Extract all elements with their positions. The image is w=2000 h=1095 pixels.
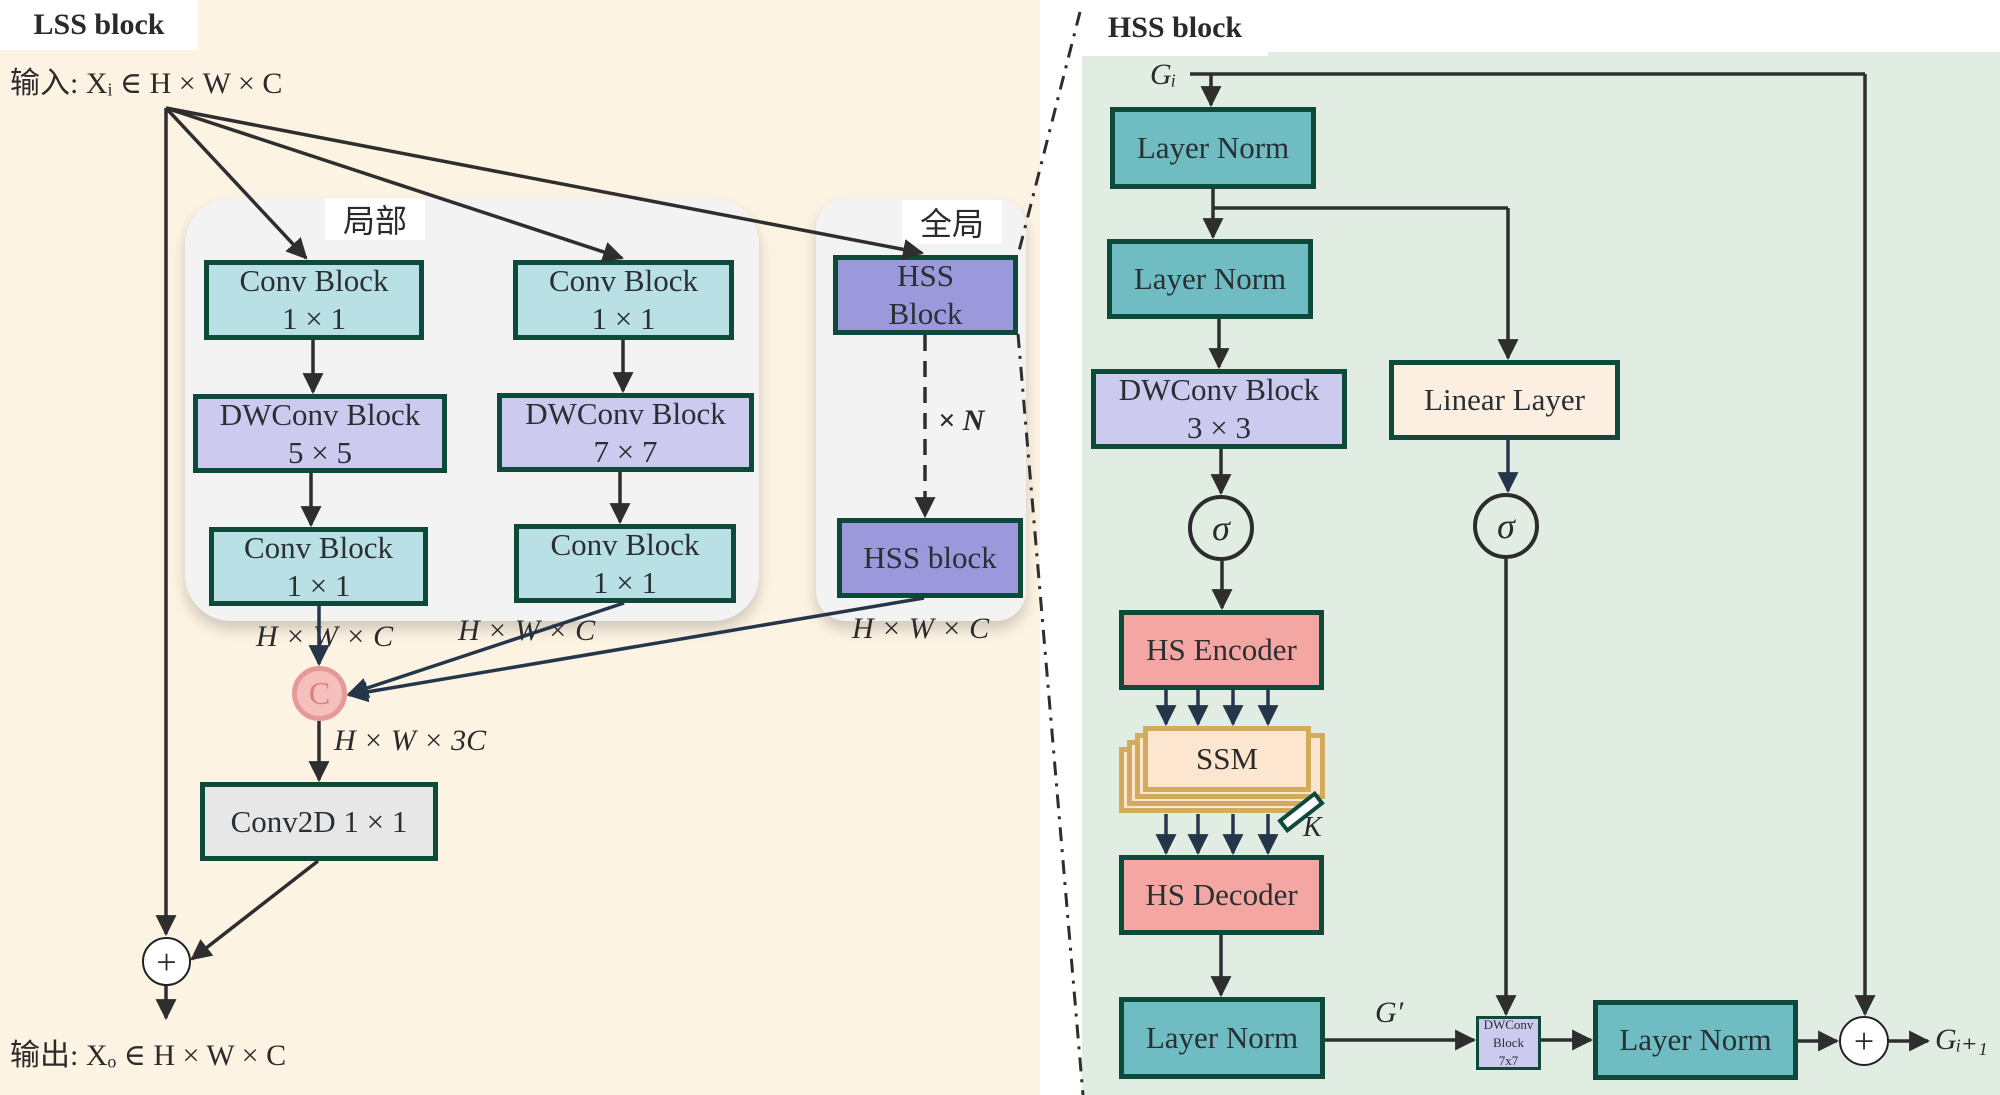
block-title: Layer Norm xyxy=(1133,261,1287,296)
local-label: 局部 xyxy=(325,198,425,240)
block-title: SSM xyxy=(1195,741,1259,776)
block-kernel: 1 × 1 xyxy=(282,301,346,336)
arrow-conv2d-to-add xyxy=(190,859,320,961)
block-title: Layer Norm xyxy=(1136,130,1290,165)
block-title: HS Decoder xyxy=(1145,877,1298,912)
g-prime-label: G′ xyxy=(1375,996,1404,1029)
block-kernel: 1 × 1 xyxy=(286,567,351,603)
layer-norm-1[interactable]: Layer Norm xyxy=(1110,107,1316,189)
hss-block-top[interactable]: HSS Block xyxy=(833,255,1018,335)
block-kernel: 7 × 7 xyxy=(593,433,658,469)
block-title: HSS xyxy=(897,258,954,293)
add-op-hss: + xyxy=(1839,1016,1889,1066)
dwconv-block-7x7-small[interactable]: DWConv Block 7x7 xyxy=(1476,1016,1541,1070)
lss-input-label: 输入: Xᵢ ∈ H × W × C xyxy=(10,67,283,100)
sigma-activation-1: σ xyxy=(1188,495,1254,561)
block-title-2: Block xyxy=(888,296,963,331)
hss-input-label: Gᵢ xyxy=(1150,58,1177,91)
conv-block-b1-top[interactable]: Conv Block 1 × 1 xyxy=(204,260,424,340)
block-kernel: 1 × 1 xyxy=(593,564,657,600)
zoom-line-bottom xyxy=(1016,333,1085,1095)
block-title: DWConv Block xyxy=(219,396,421,432)
block-kernel: 5 × 5 xyxy=(288,434,352,470)
dim-global: H × W × C xyxy=(852,612,990,645)
lss-title: LSS block xyxy=(0,0,198,50)
arrow-input-to-branch1 xyxy=(164,106,308,260)
block-title: HSS block xyxy=(863,540,997,575)
repeat-label: × N xyxy=(938,404,985,437)
layer-norm-2[interactable]: Layer Norm xyxy=(1107,239,1313,319)
arrow-b2-to-concat xyxy=(347,601,625,699)
dim-concat: H × W × 3C xyxy=(334,724,487,757)
ssm-count-label: K xyxy=(1303,812,1322,843)
block-kernel: 3 × 3 xyxy=(1187,410,1251,445)
sigma-activation-2: σ xyxy=(1473,493,1539,559)
block-title: Conv Block xyxy=(244,529,393,565)
concat-op: C xyxy=(292,666,347,721)
lss-output-label: 输出: Xₒ ∈ H × W × C xyxy=(10,1039,287,1072)
global-label: 全局 xyxy=(902,200,1002,244)
layer-norm-4[interactable]: Layer Norm xyxy=(1593,1000,1798,1080)
block-title: Layer Norm xyxy=(1619,1022,1772,1057)
hss-title: HSS block xyxy=(1082,0,1268,56)
block-title: Conv Block xyxy=(549,263,698,298)
ssm-block[interactable]: SSM xyxy=(1143,726,1311,792)
hs-decoder[interactable]: HS Decoder xyxy=(1119,855,1324,935)
conv2d-block[interactable]: Conv2D 1 × 1 xyxy=(200,782,438,861)
block-kernel: 7x7 xyxy=(1498,1053,1519,1068)
block-title: Linear Layer xyxy=(1424,382,1585,417)
conv-block-b2-bottom[interactable]: Conv Block 1 × 1 xyxy=(514,524,736,603)
layer-norm-3[interactable]: Layer Norm xyxy=(1119,997,1325,1079)
zoom-line-top xyxy=(1016,11,1082,256)
linear-layer[interactable]: Linear Layer xyxy=(1389,360,1620,440)
arrow-input-to-branch2 xyxy=(165,106,624,263)
dwconv-block-3x3[interactable]: DWConv Block 3 × 3 xyxy=(1091,369,1347,449)
hss-block-bottom[interactable]: HSS block xyxy=(837,518,1023,598)
dwconv-block-5x5[interactable]: DWConv Block 5 × 5 xyxy=(193,394,447,473)
conv-block-b1-bottom[interactable]: Conv Block 1 × 1 xyxy=(209,527,428,606)
arrow-input-to-hss xyxy=(165,106,925,260)
arrow-global-to-concat xyxy=(346,596,925,703)
hss-output-label: Gᵢ₊₁ xyxy=(1935,1023,1988,1056)
conv-block-b2-top[interactable]: Conv Block 1 × 1 xyxy=(513,260,734,340)
block-title: Conv Block xyxy=(239,263,389,298)
block-title: HS Encoder xyxy=(1146,632,1297,667)
add-op-lss: + xyxy=(142,937,191,986)
hs-encoder[interactable]: HS Encoder xyxy=(1119,610,1324,690)
block-title: Conv Block xyxy=(550,526,700,562)
block-kernel: 1 × 1 xyxy=(591,301,656,336)
dwconv-block-7x7[interactable]: DWConv Block 7 × 7 xyxy=(497,393,754,472)
block-title: DWConv Block xyxy=(525,395,726,431)
block-title: Conv2D 1 × 1 xyxy=(230,803,408,839)
block-title: DWConv Block xyxy=(1118,372,1320,407)
block-title: Layer Norm xyxy=(1145,1020,1299,1055)
block-title: DWConv Block xyxy=(1483,1017,1534,1050)
